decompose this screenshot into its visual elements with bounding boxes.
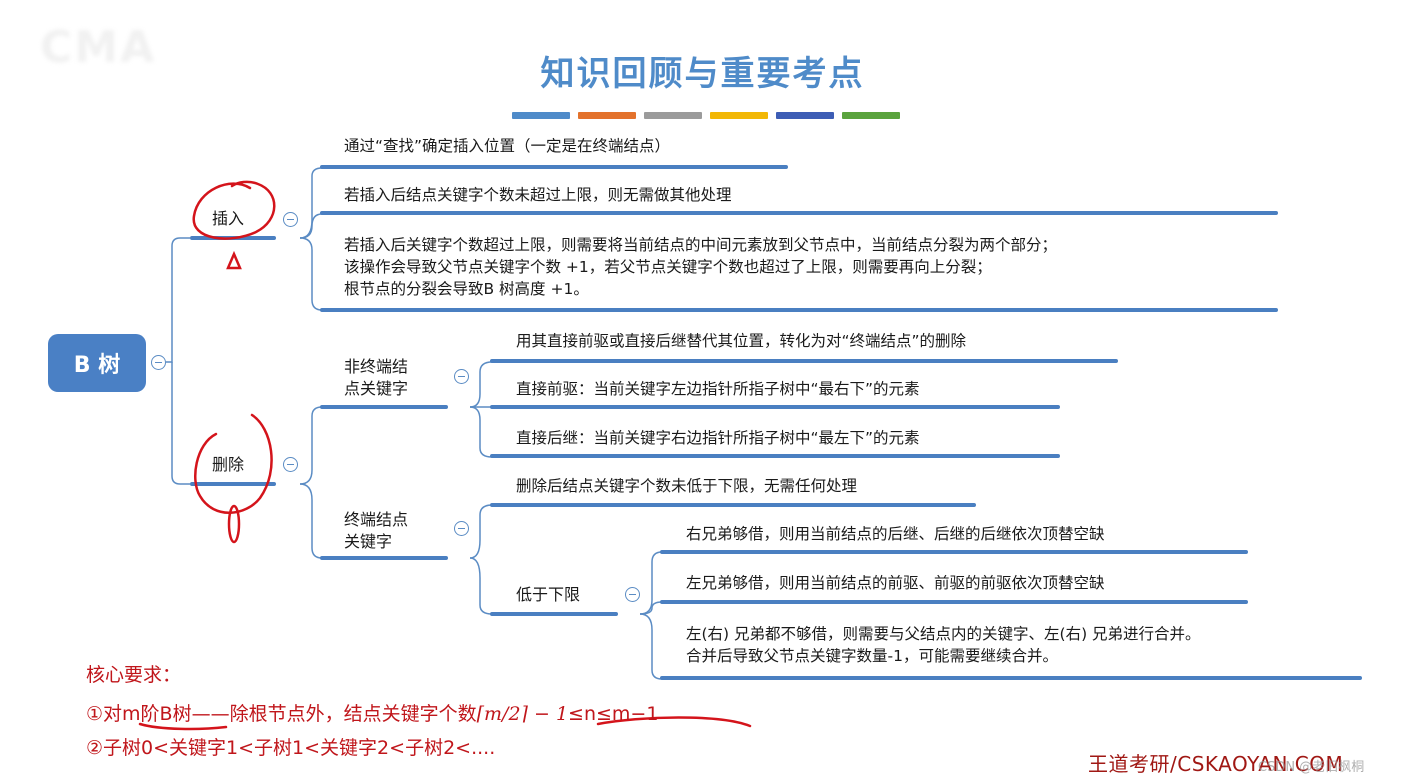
notes-line-1: ①对m阶B树——除根节点外，结点关键字个数⌈m/2⌉ − 1≤n≤m−1 [86,699,658,729]
notes-line-1-formula: ⌈m/2⌉ − 1 [476,703,569,725]
below-min-child-1: 右兄弟够借，则用当前结点的后继、后继的后继依次顶替空缺 [686,525,1105,543]
subbranch-nonterminal-line-1: 非终端结 [344,357,409,376]
formula-underline [596,716,752,728]
subbranch-terminal-line-2: 关键字 [344,532,393,551]
title-color-bars [512,112,900,119]
notes-line-1-order: m阶B树 [122,703,192,725]
nonterminal-child-1: 用其直接前驱或直接后继替代其位置，转化为对“终端结点”的删除 [516,332,967,350]
order-underline [138,722,228,731]
branch-delete-label: 删除 [212,455,245,474]
below-min-child-3-line-2: 合并后导致父节点关键字数量-1，可能需要继续合并。 [686,647,1058,665]
insert-child-3-line-1: 若插入后关键字个数超过上限，则需要将当前结点的中间元素放到父节点中，当前结点分裂… [344,236,1058,254]
root-node-label: B 树 [73,353,121,378]
insert-child-1: 通过“查找”确定插入位置（一定是在终端结点） [344,137,671,155]
csdn-watermark: CSDN @老旧枫桐 [1258,760,1365,775]
notes-line-2: ②子树0<关键字1<子树1<关键字2<子树2<.... [86,737,496,759]
title-bar-3 [644,112,702,119]
subbranch-nonterminal-line-2: 点关键字 [344,379,409,398]
notes-heading: 核心要求： [86,664,182,686]
root-node-b-tree[interactable]: B 树 [48,334,146,392]
collapse-delete-icon[interactable] [283,457,298,472]
collapse-below-min-icon[interactable] [625,587,640,602]
footer-brand: 王道考研/CSKAOYAN.COM [1088,752,1344,776]
subbranch-below-min-label: 低于下限 [516,585,581,604]
title-bar-1 [512,112,570,119]
insert-child-3: 若插入后关键字个数超过上限，则需要将当前结点的中间元素放到父节点中，当前结点分裂… [344,234,1057,300]
subbranch-below-min[interactable]: 低于下限 [516,584,580,606]
title-bar-6 [842,112,900,119]
subbranch-terminal-line-1: 终端结点 [344,510,409,529]
delete-zero-mark [227,504,241,544]
subbranch-nonterminal[interactable]: 非终端结 点关键字 [344,356,408,400]
branch-insert[interactable]: 插入 [212,208,244,230]
collapse-insert-icon[interactable] [283,212,298,227]
faded-logo-watermark: CMA [40,22,157,73]
insert-child-3-line-3: 根节点的分裂会导致B 树高度 +1。 [344,280,589,298]
notes-line-1-suffix: ≤n≤m−1 [568,703,659,725]
subbranch-terminal[interactable]: 终端结点 关键字 [344,509,408,553]
title-bar-2 [578,112,636,119]
terminal-child-1: 删除后结点关键字个数未低于下限，无需任何处理 [516,477,858,495]
insert-child-3-line-2: 该操作会导致父节点关键字个数 +1，若父节点关键字个数也超过了上限，则需要再向上… [344,258,992,276]
collapse-root-icon[interactable] [151,355,166,370]
title-bar-4 [710,112,768,119]
insert-child-2: 若插入后结点关键字个数未超过上限，则无需做其他处理 [344,186,732,204]
collapse-terminal-icon[interactable] [454,521,469,536]
nonterminal-child-2: 直接前驱：当前关键字左边指针所指子树中“最右下”的元素 [516,380,920,398]
collapse-nonterminal-icon[interactable] [454,369,469,384]
notes-line-1-prefix: ①对 [86,703,123,725]
insert-delta-mark [226,250,242,270]
below-min-child-3-line-1: 左(右) 兄弟都不够借，则需要与父结点内的关键字、左(右) 兄弟进行合并。 [686,625,1201,643]
branch-insert-label: 插入 [212,209,245,228]
nonterminal-child-3: 直接后继：当前关键字右边指针所指子树中“最左下”的元素 [516,429,920,447]
branch-delete[interactable]: 删除 [212,454,244,476]
title-bar-5 [776,112,834,119]
notes-line-1-mid: ——除根节点外，结点关键字个数 [191,703,477,725]
below-min-child-3: 左(右) 兄弟都不够借，则需要与父结点内的关键字、左(右) 兄弟进行合并。 合并… [686,623,1201,667]
page-title: 知识回顾与重要考点 [540,54,865,94]
insert-circle-annotation [192,180,276,240]
below-min-child-2: 左兄弟够借，则用当前结点的前驱、前驱的前驱依次顶替空缺 [686,574,1105,592]
